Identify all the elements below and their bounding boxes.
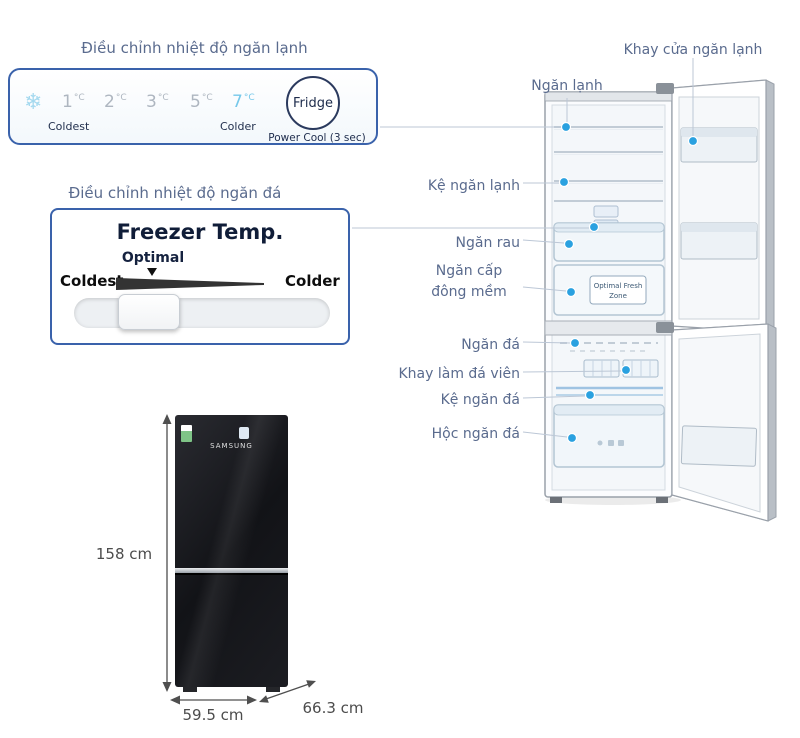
fridge-button: Fridge (286, 76, 340, 130)
annotation-fridge-compartment: Ngăn lạnh (531, 78, 603, 94)
fridge-shelves (554, 126, 663, 202)
feature-badge-sticker (239, 427, 249, 439)
temperature-wedge-bar (116, 278, 264, 290)
fridge-door-bins (680, 127, 758, 260)
middle-hinge (656, 322, 674, 333)
temp-option-2: 2°C (104, 92, 127, 112)
freezer-temp-control-panel: Freezer Temp. Optimal Coldest Colder (50, 208, 350, 345)
freezer-temp-section-label: Điều chỉnh nhiệt độ ngăn đá (68, 184, 282, 202)
ice-cube-trays (583, 359, 659, 378)
fridge-temp-control-panel: ❄ 1°C 2°C 3°C 5°C 7°C Coldest Colder Fri… (8, 68, 378, 145)
cabinet-feet (550, 497, 668, 503)
top-hinge (656, 83, 674, 94)
temp-option-7-selected: 7°C (232, 92, 255, 112)
annotation-soft-freeze: Ngăn cấp đông mềm (418, 261, 520, 303)
cabinet-divider (544, 320, 673, 336)
freezer-colder-label: Colder (285, 272, 340, 290)
slider-track (74, 298, 330, 328)
power-cool-label: Power Cool (3 sec) (268, 132, 366, 144)
fridge-foot-right (266, 687, 280, 692)
shelf-highlights (554, 129, 663, 184)
annotation-veg-drawer: Ngăn rau (455, 235, 520, 251)
door-gap (175, 573, 288, 575)
width-arrow (170, 695, 257, 705)
open-fridge-illustration: Optimal Fresh Zone (544, 79, 777, 522)
annotation-soft-freeze-line1: Ngăn cấp (435, 263, 503, 279)
optimal-label: Optimal (121, 250, 185, 266)
energy-label-sticker (181, 425, 192, 442)
brand-logo: SAMSUNG (210, 442, 253, 450)
fridge-foot-left (183, 687, 197, 692)
freezer-drawer (553, 404, 665, 468)
width-dimension-label: 59.5 cm (182, 706, 244, 724)
depth-dimension-label: 66.3 cm (302, 699, 364, 717)
annotation-ice-tray: Khay làm đá viên (398, 366, 520, 382)
temp-option-3: 3°C (146, 92, 169, 112)
fridge-button-label: Fridge (293, 95, 333, 111)
height-arrow (162, 414, 172, 692)
annotation-soft-freeze-line2: đông mềm (431, 284, 507, 300)
freezer-coldest-label: Coldest (60, 272, 124, 290)
slider-knob (118, 294, 180, 330)
temp-option-1: 1°C (62, 92, 85, 112)
temp-option-5: 5°C (190, 92, 213, 112)
freezer-door-bin (680, 425, 758, 467)
optimal-fresh-zone-label-line2: Zone (609, 292, 627, 300)
optimal-pointer-icon (147, 268, 157, 276)
annotation-freezer-shelf: Kệ ngăn đá (440, 392, 520, 408)
annotation-freezer-bin: Hộc ngăn đá (431, 426, 520, 442)
fridge-handle-bar (175, 568, 288, 573)
colder-label: Colder (220, 120, 256, 133)
annotation-freezer-compartment: Ngăn đá (461, 337, 520, 353)
vegetable-drawer (553, 222, 665, 262)
freezer-door-open (656, 322, 777, 522)
coldest-label: Coldest (48, 120, 90, 133)
fridge-door-open (656, 79, 775, 333)
annotation-door-tray: Khay cửa ngăn lạnh (623, 42, 763, 58)
product-photo-fridge: SAMSUNG (175, 415, 288, 692)
height-dimension-label: 158 cm (95, 545, 153, 563)
freezer-shelf (556, 386, 663, 396)
optimal-fresh-zone-label-line1: Optimal Fresh (594, 282, 643, 290)
soft-freeze-drawer: Optimal Fresh Zone (553, 264, 665, 316)
snowflake-icon: ❄ (24, 90, 43, 115)
fridge-temp-section-label: Điều chỉnh nhiệt độ ngăn lạnh (81, 39, 308, 57)
annotation-fridge-shelf: Kệ ngăn lạnh (427, 178, 520, 194)
freezer-temp-title: Freezer Temp. (116, 220, 284, 244)
